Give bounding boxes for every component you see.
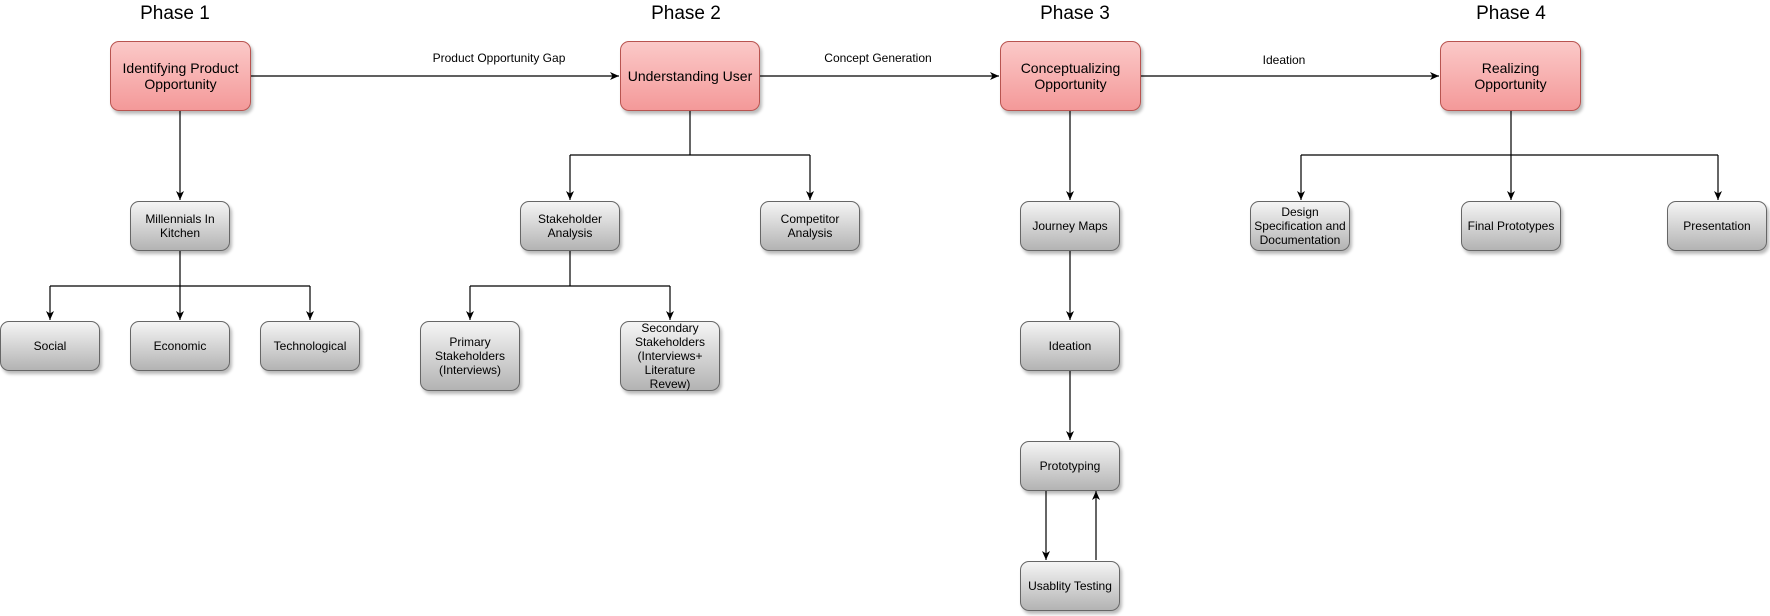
phase-4-label: Phase 4 — [1476, 3, 1546, 24]
node-secondary-stakeholders[interactable]: Secondary Stakeholders (Interviews+ Lite… — [620, 321, 720, 391]
node-label: Social — [33, 339, 67, 353]
edge-label-gap: Product Opportunity Gap — [432, 51, 566, 65]
phase-1-label: Phase 1 — [140, 3, 210, 24]
node-label: Millennials In Kitchen — [145, 212, 215, 240]
edge-label-ideation: Ideation — [1262, 53, 1306, 67]
node-label: Usablity Testing — [1028, 579, 1112, 593]
node-presentation[interactable]: Presentation — [1667, 201, 1767, 251]
edge-label-concept: Concept Generation — [824, 51, 932, 65]
phase-3-label: Phase 3 — [1040, 3, 1110, 24]
node-label: Competitor Analysis — [780, 212, 840, 240]
node-label: Ideation — [1048, 339, 1092, 353]
node-prototyping[interactable]: Prototyping — [1020, 441, 1120, 491]
node-label: Conceptualizing Opportunity — [1020, 60, 1121, 92]
node-label: Realizing Opportunity — [1474, 60, 1547, 92]
edge-realizing-bus — [1301, 111, 1718, 156]
node-social[interactable]: Social — [0, 321, 100, 371]
node-competitor-analysis[interactable]: Competitor Analysis — [760, 201, 860, 251]
node-realizing-opportunity[interactable]: Realizing Opportunity — [1440, 41, 1581, 111]
node-label: Understanding User — [627, 68, 753, 84]
node-stakeholder-analysis[interactable]: Stakeholder Analysis — [520, 201, 620, 251]
node-identifying-product-opportunity[interactable]: Identifying Product Opportunity — [110, 41, 251, 111]
node-label: Final Prototypes — [1467, 219, 1555, 233]
edge-understanding-bus — [570, 111, 810, 156]
node-label: Identifying Product Opportunity — [122, 60, 239, 92]
node-label: Stakeholder Analysis — [537, 212, 603, 240]
node-journey-maps[interactable]: Journey Maps — [1020, 201, 1120, 251]
node-label: Prototyping — [1039, 459, 1101, 473]
node-understanding-user[interactable]: Understanding User — [620, 41, 760, 111]
node-label: Technological — [273, 339, 347, 353]
node-label: Design Specification and Documentation — [1254, 205, 1346, 247]
node-ideation[interactable]: Ideation — [1020, 321, 1120, 371]
edge-millennials-bus — [50, 251, 310, 287]
edge-stakeholder-bus — [470, 251, 670, 287]
node-label: Primary Stakeholders (Interviews) — [434, 335, 506, 377]
node-millennials-in-kitchen[interactable]: Millennials In Kitchen — [130, 201, 230, 251]
node-label: Journey Maps — [1032, 219, 1108, 233]
node-label: Presentation — [1683, 219, 1751, 233]
node-label: Economic — [153, 339, 207, 353]
node-technological[interactable]: Technological — [260, 321, 360, 371]
node-label: Secondary Stakeholders (Interviews+ Lite… — [634, 321, 706, 391]
node-conceptualizing-opportunity[interactable]: Conceptualizing Opportunity — [1000, 41, 1141, 111]
node-design-specification[interactable]: Design Specification and Documentation — [1250, 201, 1350, 251]
node-final-prototypes[interactable]: Final Prototypes — [1461, 201, 1561, 251]
phase-2-label: Phase 2 — [651, 3, 721, 24]
node-economic[interactable]: Economic — [130, 321, 230, 371]
node-usability-testing[interactable]: Usablity Testing — [1020, 561, 1120, 611]
node-primary-stakeholders[interactable]: Primary Stakeholders (Interviews) — [420, 321, 520, 391]
